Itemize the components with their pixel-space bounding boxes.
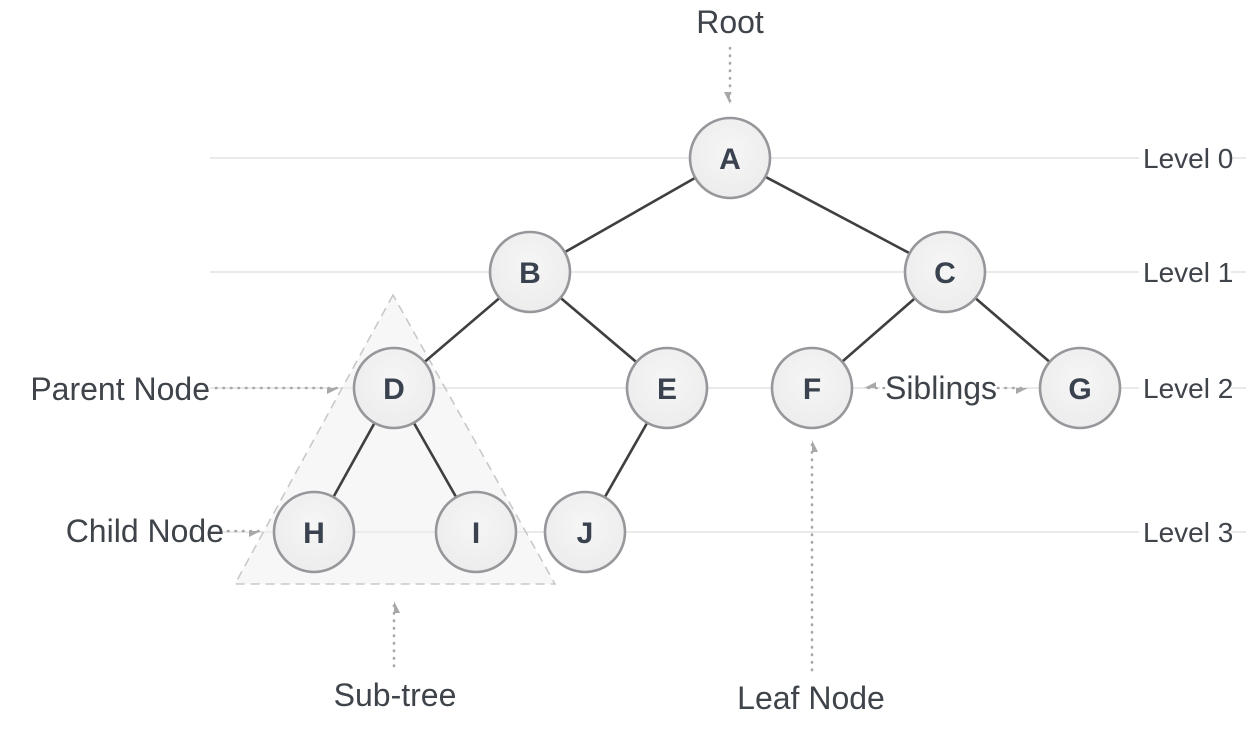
node-F-circle [770,346,854,430]
level-0-label: Level 0 [1143,143,1233,174]
node-A-circle [688,116,772,200]
node-J: J [543,490,627,574]
node-F-label: F [803,373,821,406]
annotation-arrows [214,46,1026,672]
node-A: A [688,116,772,200]
node-I-label: I [472,517,480,550]
node-C-label: C [934,257,956,290]
node-B-circle [488,230,572,314]
node-D-label: D [383,373,405,406]
node-H: H [272,490,356,574]
node-I: I [434,490,518,574]
node-C-circle [903,230,987,314]
node-E-label: E [657,373,677,406]
node-I-circle [434,490,518,574]
tree-nodes: A B C D E F G H [272,116,1122,574]
annotation-labels: Root Parent Node Child Node Siblings Sub… [30,4,997,716]
node-D-circle [352,346,436,430]
node-E: E [625,346,709,430]
node-G-label: G [1068,373,1091,406]
level-labels: Level 0 Level 1 Level 2 Level 3 [1143,143,1233,548]
level-2-label-bg [1139,369,1231,407]
level-2-label: Level 2 [1143,373,1233,404]
parent-node-label: Parent Node [30,371,210,407]
root-label: Root [696,4,764,40]
node-H-circle [272,490,356,574]
node-D: D [352,346,436,430]
node-E-circle [625,346,709,430]
level-3-label: Level 3 [1143,517,1233,548]
node-F: F [770,346,854,430]
node-J-circle [543,490,627,574]
level-0-label-bg [1139,139,1231,177]
leaf-node-label: Leaf Node [737,680,885,716]
node-B: B [488,230,572,314]
level-3-label-bg [1139,513,1231,551]
node-H-label: H [303,517,325,550]
level-1-label: Level 1 [1143,257,1233,288]
node-B-label: B [519,257,541,290]
siblings-label: Siblings [885,370,997,406]
subtree-label: Sub-tree [334,677,457,713]
siblings-label-bg [880,368,1002,408]
child-node-label: Child Node [66,513,224,549]
node-G: G [1038,346,1122,430]
node-A-label: A [719,143,741,176]
node-J-label: J [577,517,594,550]
node-C: C [903,230,987,314]
node-G-circle [1038,346,1122,430]
level-1-label-bg [1139,253,1231,291]
